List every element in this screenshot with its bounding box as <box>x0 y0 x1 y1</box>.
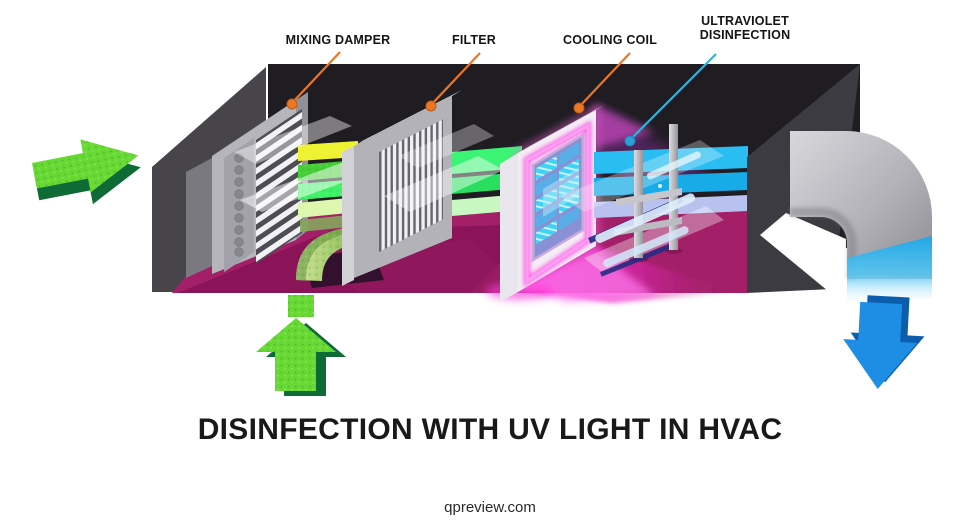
fresh-air-arrow-icon <box>256 295 346 396</box>
cooling-coil <box>500 104 606 302</box>
uv-lamp-assembly <box>588 124 701 277</box>
outlet-elbow-duct <box>790 131 932 306</box>
callout-leader-lines <box>286 51 717 147</box>
label-uv-line2: DISINFECTION <box>699 27 791 42</box>
coil-tubes <box>531 132 585 263</box>
page-title: DISINFECTION WITH UV LIGHT IN HVAC <box>197 413 783 446</box>
air-out-arrow-icon <box>843 295 925 389</box>
watermark-text: qpreview.com <box>444 499 536 516</box>
filter-pleats <box>379 119 443 252</box>
outlet-airflow <box>847 236 932 306</box>
label-uv-disinfection: ULTRAVIOLET DISINFECTION <box>699 14 791 42</box>
coil-top-glow <box>594 104 654 148</box>
label-uv-line1: ULTRAVIOLET <box>701 14 789 28</box>
label-filter: FILTER <box>451 33 497 47</box>
air-in-arrow-icon <box>31 139 141 205</box>
uv-lamp-tubes <box>595 151 701 268</box>
label-cooling-coil: COOLING COIL <box>562 33 658 47</box>
label-mixing-damper: MIXING DAMPER <box>285 33 391 47</box>
